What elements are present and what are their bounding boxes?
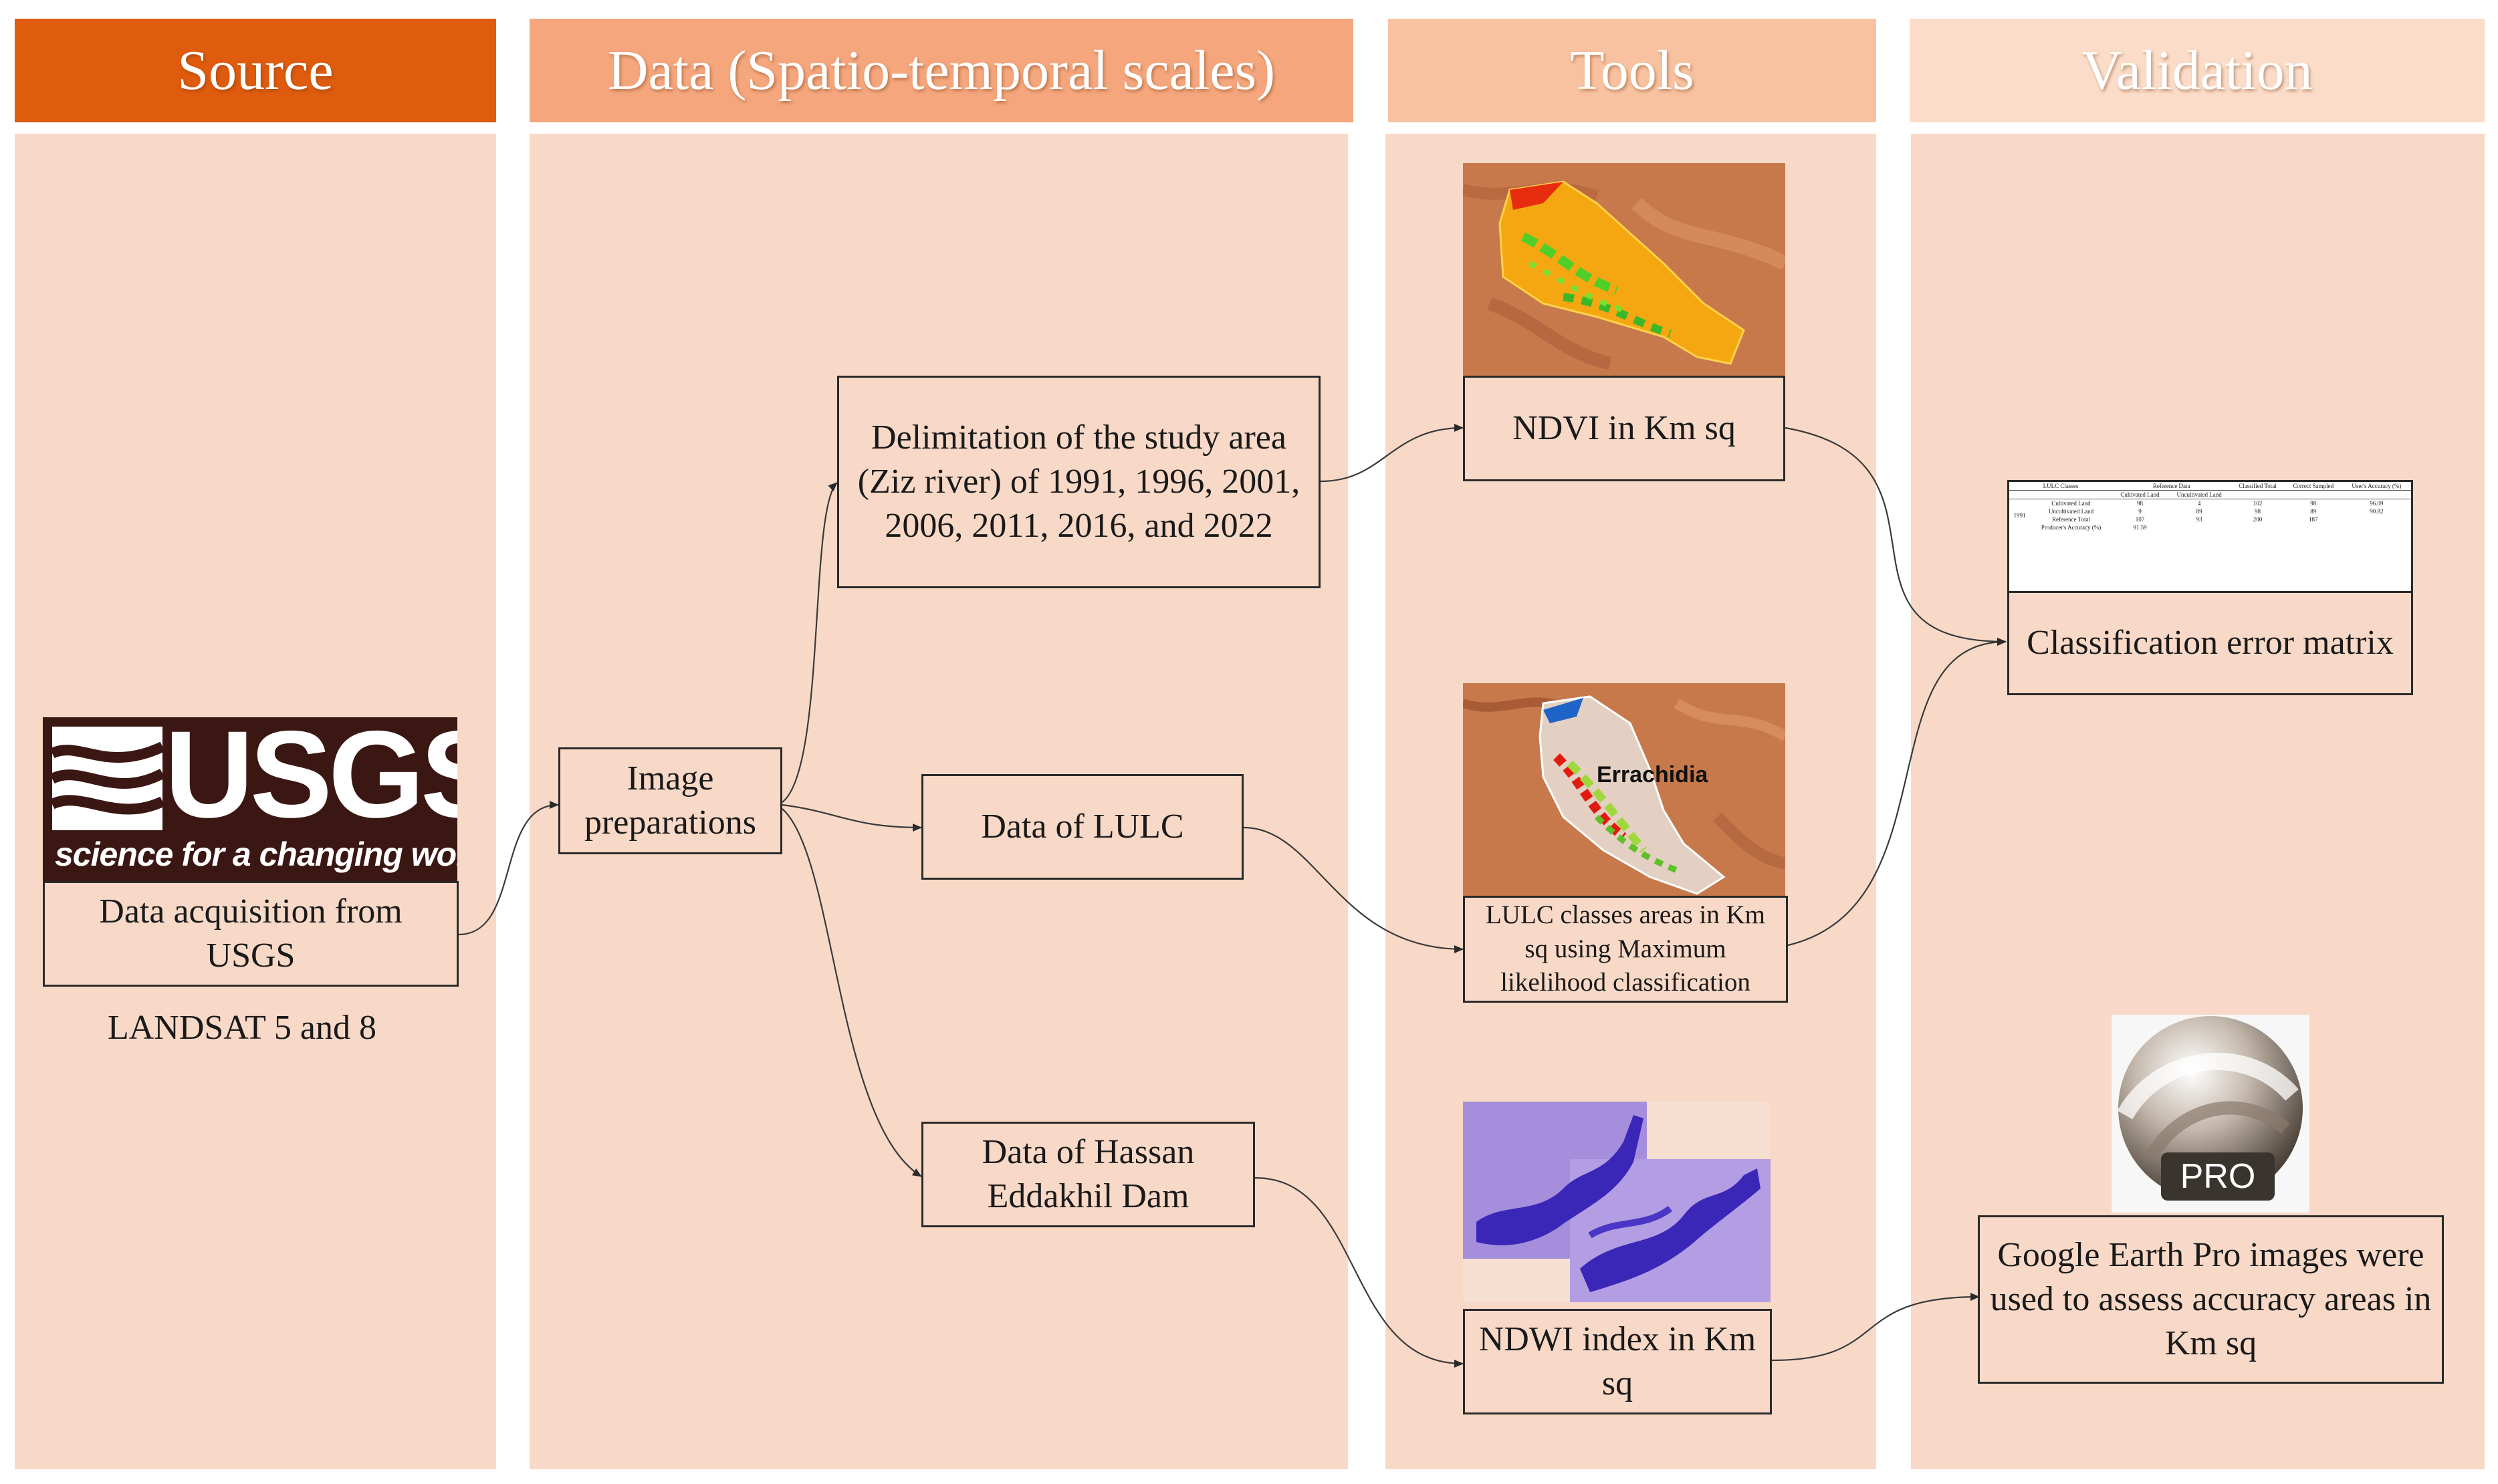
table-cell: Uncultivated Land	[2048, 508, 2094, 515]
dam-data-box: Data of Hassan Eddakhil Dam	[921, 1122, 1255, 1227]
table-cell: 102	[2253, 500, 2263, 507]
ndwi-map-image	[1463, 1102, 1771, 1302]
image-prep-box: Image preparations	[558, 747, 782, 854]
arrow-prep-to-delimitation	[782, 482, 838, 803]
ndvi-box: NDVI in Km sq	[1463, 376, 1785, 481]
lulc-map-label: Errachidia	[1597, 762, 1708, 787]
usgs-tagline: science for a changing world	[55, 836, 457, 873]
arrow-ndwi-to-google	[1771, 1293, 1980, 1362]
table-cell: 200	[2253, 516, 2263, 523]
dam-data-text: Data of Hassan Eddakhil Dam	[982, 1132, 1195, 1215]
ndvi-text: NDVI in Km sq	[1512, 408, 1736, 447]
image-prep-text: Image preparations	[584, 759, 756, 842]
arrow-usgs-to-prep	[458, 801, 559, 936]
table-row: Reference Total 107 93 200 187	[2009, 515, 2411, 523]
table-cell: 96.09	[2370, 500, 2384, 507]
arrow-ndvi-to-matrix	[1785, 426, 2007, 646]
error-matrix-text: Classification error matrix	[2027, 623, 2394, 662]
acquisition-box: Data acquisition from USGS	[43, 881, 459, 987]
table-cell: 90.82	[2370, 508, 2384, 515]
header-source: Source	[15, 19, 496, 122]
error-matrix-box: Classification error matrix	[2007, 591, 2413, 695]
lulc-data-box: Data of LULC	[921, 774, 1244, 880]
header-data-text: Data (Spatio-temporal scales)	[607, 39, 1276, 102]
lulc-map-image: Errachidia	[1463, 683, 1785, 896]
matrix-header-reference: Reference Data	[2112, 482, 2231, 491]
table-cell: 187	[2309, 516, 2318, 523]
ndwi-box: NDWI index in Km sq	[1463, 1309, 1772, 1414]
table-cell: 107	[2135, 516, 2145, 523]
google-earth-text: Google Earth Pro images were used to ass…	[1990, 1235, 2432, 1363]
table-cell: 4	[2197, 500, 2201, 507]
table-row: Producer's Accuracy (%) 91.59	[2009, 523, 2411, 531]
table-cell: Producer's Accuracy (%)	[2041, 524, 2102, 531]
arrow-prep-to-lulc	[782, 803, 922, 832]
header-data: Data (Spatio-temporal scales)	[530, 19, 1353, 122]
header-source-text: Source	[177, 39, 334, 102]
matrix-header-blank	[2009, 490, 2113, 499]
matrix-header-uncultivated: Uncultivated Land	[2167, 490, 2231, 499]
table-row: 1991 Cultivated Land 98 4 102 98 96.09	[2009, 499, 2411, 519]
table-cell: Reference Total	[2052, 516, 2090, 523]
usgs-wave-icon	[52, 727, 165, 830]
table-cell: 9	[2138, 508, 2142, 515]
usgs-wordmark: USGS	[164, 717, 457, 844]
arrow-delimitation-to-ndvi	[1320, 424, 1464, 483]
matrix-header-classified: Classified Total	[2231, 482, 2285, 491]
landsat-label: LANDSAT 5 and 8	[107, 1009, 377, 1047]
delimitation-text: Delimitation of the study area (Ziz rive…	[857, 418, 1300, 545]
matrix-header-cultivated: Cultivated Land	[2112, 490, 2168, 499]
table-cell	[2168, 523, 2411, 531]
ndwi-text: NDWI index in Km sq	[1478, 1320, 1756, 1402]
acquisition-text: Data acquisition from USGS	[99, 892, 403, 975]
table-row: Uncultivated Land 9 89 98 89 90.82	[2009, 507, 2411, 515]
header-validation-text: Validation	[2081, 39, 2313, 102]
usgs-logo: USGS science for a changing world	[43, 717, 457, 881]
header-validation: Validation	[1910, 19, 2485, 122]
table-cell: 91.59	[2133, 524, 2147, 531]
header-tools-text: Tools	[1570, 39, 1694, 102]
table-cell: 93	[2196, 516, 2202, 523]
arrow-dam-to-ndwi	[1254, 1177, 1464, 1368]
lulc-areas-text: LULC classes areas in Km sq using Maximu…	[1485, 900, 1766, 997]
table-cell: 98	[2137, 500, 2143, 507]
arrow-lulc-to-lulc-areas	[1243, 826, 1464, 953]
arrow-lulc-areas-to-matrix	[1785, 638, 2007, 947]
matrix-header-correct: Correct Sampled	[2284, 482, 2342, 491]
header-tools: Tools	[1388, 19, 1876, 122]
matrix-header-blank2	[2231, 490, 2411, 499]
table-cell: 98	[2310, 500, 2317, 507]
ndvi-map-image	[1463, 163, 1785, 376]
arrow-prep-to-dam	[782, 808, 922, 1177]
table-cell: 89	[2310, 508, 2317, 515]
table-cell: 98	[2255, 508, 2261, 515]
earth-pro-badge: PRO	[2180, 1157, 2256, 1196]
delimitation-box: Delimitation of the study area (Ziz rive…	[837, 376, 1321, 588]
error-matrix-table: LULC Classes Reference Data Classified T…	[2007, 480, 2413, 592]
matrix-year: 1991	[2013, 512, 2026, 519]
google-earth-pro-icon	[2112, 1015, 2309, 1213]
lulc-areas-box: LULC classes areas in Km sq using Maximu…	[1463, 896, 1788, 1003]
google-earth-box: Google Earth Pro images were used to ass…	[1978, 1215, 2444, 1384]
lulc-data-text: Data of LULC	[981, 807, 1184, 846]
table-cell	[2342, 515, 2411, 523]
matrix-header-classes: LULC Classes	[2009, 482, 2113, 491]
table-cell: Cultivated Land	[2051, 500, 2091, 507]
matrix-header-users: User's Accuracy (%)	[2342, 482, 2411, 491]
table-cell: 89	[2196, 508, 2202, 515]
